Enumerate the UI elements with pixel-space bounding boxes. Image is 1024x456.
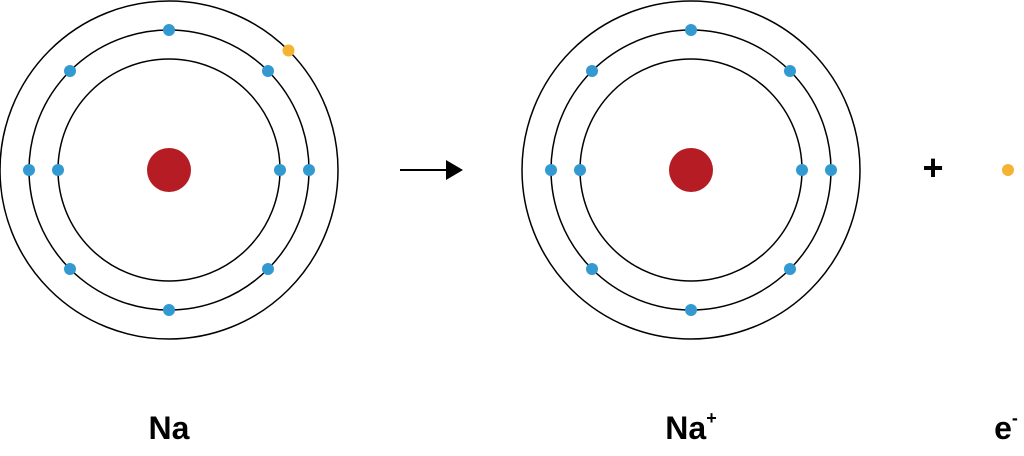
right-arrow-icon: [446, 160, 463, 180]
electron-shell-3: [521, 0, 861, 340]
electron: [685, 304, 697, 316]
symbol: Na: [148, 410, 190, 446]
electron: [52, 164, 64, 176]
label-electron: e-: [994, 408, 1018, 447]
symbol: e: [994, 410, 1012, 446]
electron: [825, 164, 837, 176]
electron: [261, 65, 274, 78]
electron: [783, 65, 796, 78]
electron: [545, 164, 557, 176]
nucleus: [147, 148, 191, 192]
charge: +: [706, 408, 717, 428]
electron: [685, 24, 697, 36]
symbol: Na: [665, 410, 707, 446]
electron: [261, 262, 274, 275]
electron: [783, 262, 796, 275]
electron: [574, 164, 586, 176]
plus-sign: +: [922, 147, 944, 188]
valence-electron: [282, 44, 295, 57]
electron: [163, 24, 175, 36]
electron: [274, 164, 286, 176]
label-sodium-ion: Na+: [665, 408, 717, 447]
electron: [64, 262, 77, 275]
electron: [64, 65, 77, 78]
free-electron: [1002, 164, 1014, 176]
electron: [796, 164, 808, 176]
nucleus: [669, 148, 713, 192]
electron: [586, 65, 599, 78]
electron: [163, 304, 175, 316]
electron: [303, 164, 315, 176]
electron: [23, 164, 35, 176]
charge: -: [1011, 408, 1018, 428]
label-sodium-atom: Na: [149, 410, 190, 447]
electron: [586, 262, 599, 275]
electron-shell-3: [0, 0, 339, 340]
